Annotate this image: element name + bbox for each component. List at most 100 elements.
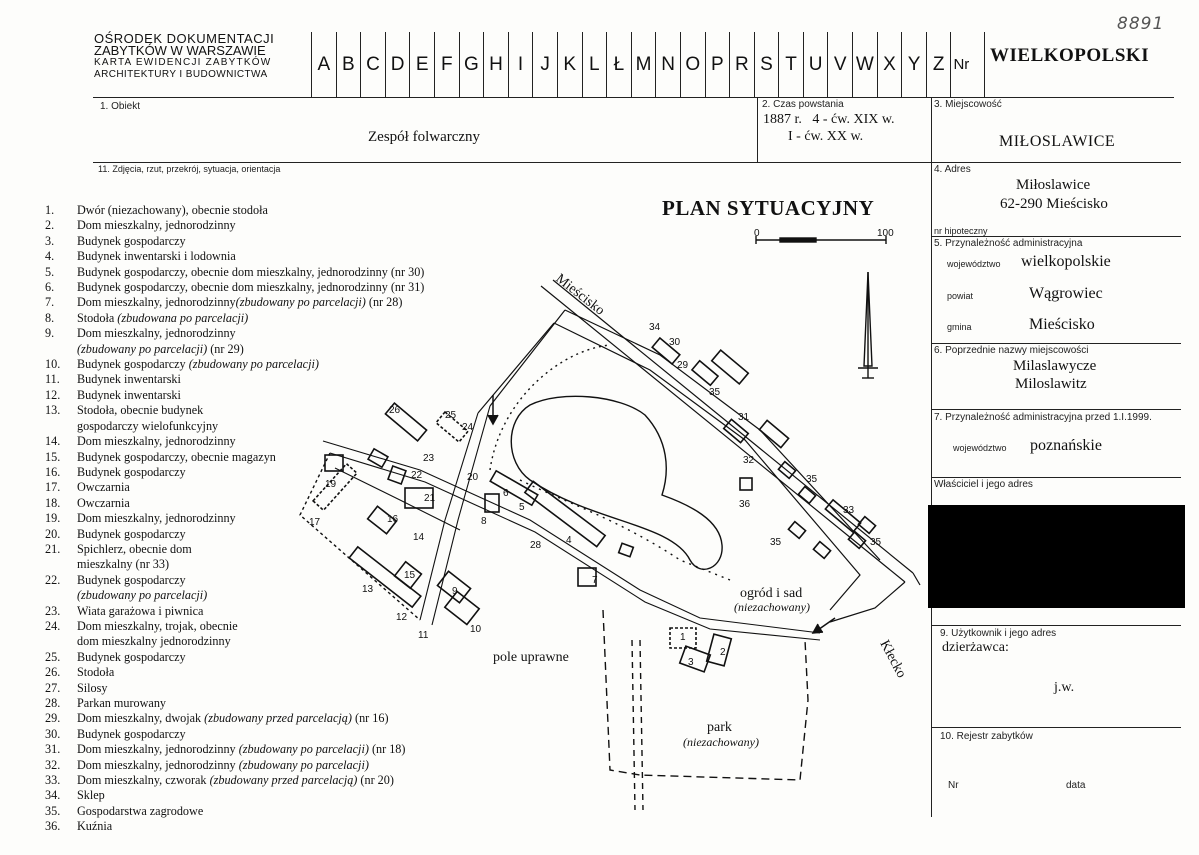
legend-item: 5.Budynek gospodarczy, obecnie dom miesz… — [45, 265, 465, 280]
map-building-number: 22 — [411, 470, 423, 481]
legend-item: 10.Budynek gospodarczy (zbudowany po par… — [45, 357, 465, 372]
legend-text-main: Dom mieszkalny, jednorodzinny — [77, 326, 236, 341]
legend-text-italic: (zbudowany po parcelacji) — [235, 295, 366, 310]
value-gmina: Mieścisko — [1029, 316, 1095, 333]
legend-item: gospodarczy wielofunkcyjny — [45, 419, 465, 434]
letter-cell: C — [361, 32, 386, 97]
letter-cell: G — [460, 32, 485, 97]
org-line-3: KARTA EWIDENCJI ZABYTKÓW — [94, 57, 272, 68]
building-35a — [690, 359, 720, 387]
map-building-number: 2 — [720, 647, 726, 658]
divider — [931, 477, 1181, 478]
building-22 — [387, 465, 407, 485]
label-wojewodztwo: województwo — [947, 259, 1001, 269]
building-7 — [577, 567, 597, 587]
legend-text: Budynek gospodarczy — [77, 465, 465, 480]
legend-number: 3. — [45, 233, 55, 248]
legend-text: Dom mieszkalny, jednorodzinny — [77, 434, 465, 449]
legend-number: 32. — [45, 757, 61, 772]
divider — [931, 97, 932, 817]
map-building-number: 1 — [680, 632, 686, 643]
letter-cell: Y — [902, 32, 927, 97]
legend-number: 10. — [45, 357, 61, 372]
pond-outline — [510, 395, 723, 570]
legend-item: 21. Spichlerz, obecnie dom — [45, 542, 465, 557]
legend-item: 35.Gospodarstwa zagrodowe — [45, 804, 465, 819]
map-building-number: 14 — [413, 532, 425, 543]
legend-item: 7.Dom mieszkalny, jednorodzinny(zbudowan… — [45, 295, 465, 310]
legend-text: Budynek gospodarczy — [77, 727, 465, 742]
legend-text-main: Budynek gospodarczy — [77, 726, 186, 741]
letter-cell: F — [435, 32, 460, 97]
legend-item: 17.Owczarnia — [45, 480, 465, 495]
letter-cell: U — [804, 32, 829, 97]
legend-number: 7. — [45, 295, 55, 310]
legend-text-main: Budynek gospodarczy — [77, 357, 189, 372]
value-powiat: Wągrowiec — [1029, 285, 1103, 302]
legend-text: Dom mieszkalny, trojak, obecnie — [77, 619, 465, 634]
legend-text: Dom mieszkalny, jednorodzinny — [77, 511, 465, 526]
legend-item: 15.Budynek gospodarczy, obecnie magazyn — [45, 450, 465, 465]
legend-text-suffix: (nr 18) — [368, 742, 406, 757]
legend-text-main: Spichlerz, obecnie dom — [77, 541, 192, 556]
legend-text: Stodoła — [77, 665, 465, 680]
letter-cell: W — [853, 32, 878, 97]
map-building-number: 21 — [424, 493, 436, 504]
letter-cell: M — [632, 32, 657, 97]
map-building-number: 16 — [387, 514, 399, 525]
legend-text-main: Stodoła — [77, 310, 118, 325]
value-wojewodztwo: wielkopolskie — [1021, 253, 1111, 270]
organization-header: OŚRODEK DOKUMENTACJI ZABYTKÓW W WARSZAWI… — [94, 32, 309, 81]
building-2 — [705, 633, 733, 667]
label-poprzednie: 6. Poprzednie nazwy miejscowości — [934, 345, 1089, 356]
letter-cell: V — [828, 32, 854, 97]
legend-text: mieszkalny (nr 33) — [77, 557, 465, 572]
building-4 — [523, 480, 607, 548]
legend-number: 33. — [45, 773, 61, 788]
map-building-number: 7 — [592, 575, 598, 586]
building-1 — [669, 627, 697, 649]
scale-bar-segment — [779, 237, 817, 243]
legend-text: Dom mieszkalny, jednorodzinny — [77, 218, 465, 233]
divider — [93, 162, 931, 163]
label-miejscowosc: 3. Miejscowość — [934, 99, 1002, 110]
letter-cell: O — [681, 32, 706, 97]
map-building-number: 33 — [843, 505, 855, 516]
legend-text: Budynek inwentarski — [77, 372, 465, 387]
legend-number: 9. — [45, 326, 55, 341]
scale-end: 100 — [877, 228, 894, 239]
legend-text-italic: (zbudowany po parcelacji) — [238, 757, 369, 772]
legend-item: 24.Dom mieszkalny, trojak, obecnie — [45, 619, 465, 634]
legend-number: 12. — [45, 387, 61, 402]
legend-text: Silosy — [77, 681, 465, 696]
legend-item: (zbudowany po parcelacji) — [45, 588, 465, 603]
legend-item: 4.Budynek inwentarski i lodownia — [45, 249, 465, 264]
legend-number: 13. — [45, 403, 61, 418]
legend-text-italic: (zbudowany po parcelacji) — [77, 588, 208, 603]
legend-number: 25. — [45, 649, 61, 664]
legend-text: Budynek gospodarczy, obecnie dom mieszka… — [77, 265, 465, 280]
legend-item: 31.Dom mieszkalny, jednorodzinny (zbudow… — [45, 742, 465, 757]
label-obiekt: 1. Obiekt — [100, 101, 141, 112]
map-building-number: 35 — [870, 537, 882, 548]
field-label: pole uprawne — [493, 650, 569, 665]
legend-text-main: Dom mieszkalny, jednorodzinny — [77, 742, 239, 757]
legend-item: 1.Dwór (niezachowany), obecnie stodoła — [45, 203, 465, 218]
legend-item: 2.Dom mieszkalny, jednorodzinny — [45, 218, 465, 233]
building-13 — [348, 545, 422, 609]
map-building-number: 25 — [445, 410, 457, 421]
value-poprzednie-2: Miloslawitz — [1015, 376, 1087, 392]
legend-item: 29.Dom mieszkalny, dwojak (zbudowany prz… — [45, 711, 465, 726]
legend-number: 29. — [45, 711, 61, 726]
letter-cell: X — [878, 32, 903, 97]
divider — [931, 409, 1181, 410]
legend-text-main: Budynek gospodarczy — [77, 649, 186, 664]
legend-number: 23. — [45, 603, 61, 618]
legend-text: Dom mieszkalny, jednorodzinny — [77, 326, 465, 341]
letter-cell: Z — [927, 32, 952, 97]
legend-number: 21. — [45, 541, 61, 556]
building-23 — [366, 447, 390, 469]
map-building-number: 35 — [806, 474, 818, 485]
org-line-4: ARCHITEKTURY I BUDOWNICTWA — [94, 69, 268, 80]
